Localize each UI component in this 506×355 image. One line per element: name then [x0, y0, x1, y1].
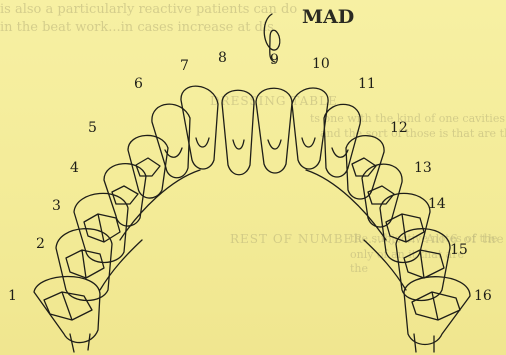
tooth-number-6: 6 — [134, 76, 143, 92]
tooth-number-8: 8 — [218, 50, 227, 66]
tooth-2-cusps — [66, 250, 104, 278]
inner-arch-line — [120, 170, 386, 240]
tooth-8 — [222, 90, 254, 175]
tooth-3-cusps — [84, 214, 120, 242]
tooth-number-7: 7 — [180, 58, 189, 74]
tooth-1 — [34, 277, 100, 343]
tooth-15-cusps — [404, 250, 444, 278]
tooth-number-9: 9 — [270, 52, 279, 68]
tooth-11 — [324, 104, 360, 177]
tooth-number-4: 4 — [70, 160, 79, 176]
tooth-10 — [292, 88, 328, 169]
tooth-9 — [256, 88, 292, 173]
tooth-number-12: 12 — [390, 120, 408, 136]
tooth-10-root — [302, 138, 315, 147]
tooth-number-2: 2 — [36, 236, 45, 252]
tooth-number-10: 10 — [312, 56, 330, 72]
tooth-number-5: 5 — [88, 120, 97, 136]
tooth-number-1: 1 — [8, 288, 17, 304]
inner-arch-line — [100, 240, 406, 290]
tooth-7 — [181, 86, 218, 169]
tooth-number-13: 13 — [414, 160, 432, 176]
tooth-number-11: 11 — [358, 76, 376, 92]
tooth-9-root — [268, 140, 281, 149]
tooth-12 — [346, 136, 384, 199]
tooth-7-root — [196, 138, 209, 147]
tooth-number-15: 15 — [450, 242, 468, 258]
tooth-5 — [128, 135, 168, 198]
tooth-8-root — [233, 140, 244, 149]
tooth-number-16: 16 — [474, 288, 492, 304]
tooth-number-3: 3 — [52, 198, 61, 214]
header-label: MAD — [302, 6, 354, 28]
tooth-number-14: 14 — [428, 196, 446, 212]
